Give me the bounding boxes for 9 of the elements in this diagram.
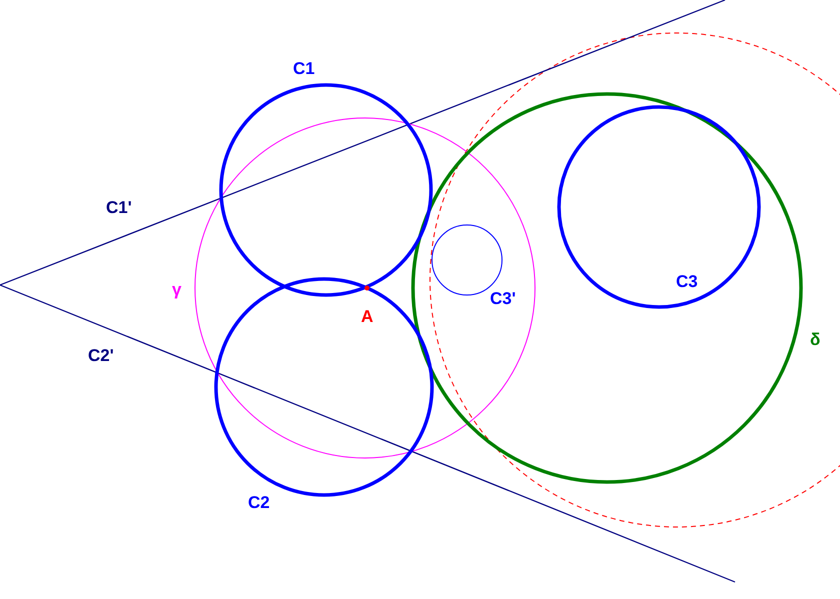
circle-label: C1 <box>293 60 315 77</box>
line-label: C2' <box>88 347 114 364</box>
circle-label: C2 <box>248 494 270 511</box>
circle-label: γ <box>172 281 182 298</box>
circle-label: C3' <box>490 290 516 307</box>
circle-label: C3 <box>676 273 698 290</box>
line-label: C1' <box>106 199 132 216</box>
circle-label: δ <box>810 331 820 348</box>
point-label: A <box>361 308 374 325</box>
